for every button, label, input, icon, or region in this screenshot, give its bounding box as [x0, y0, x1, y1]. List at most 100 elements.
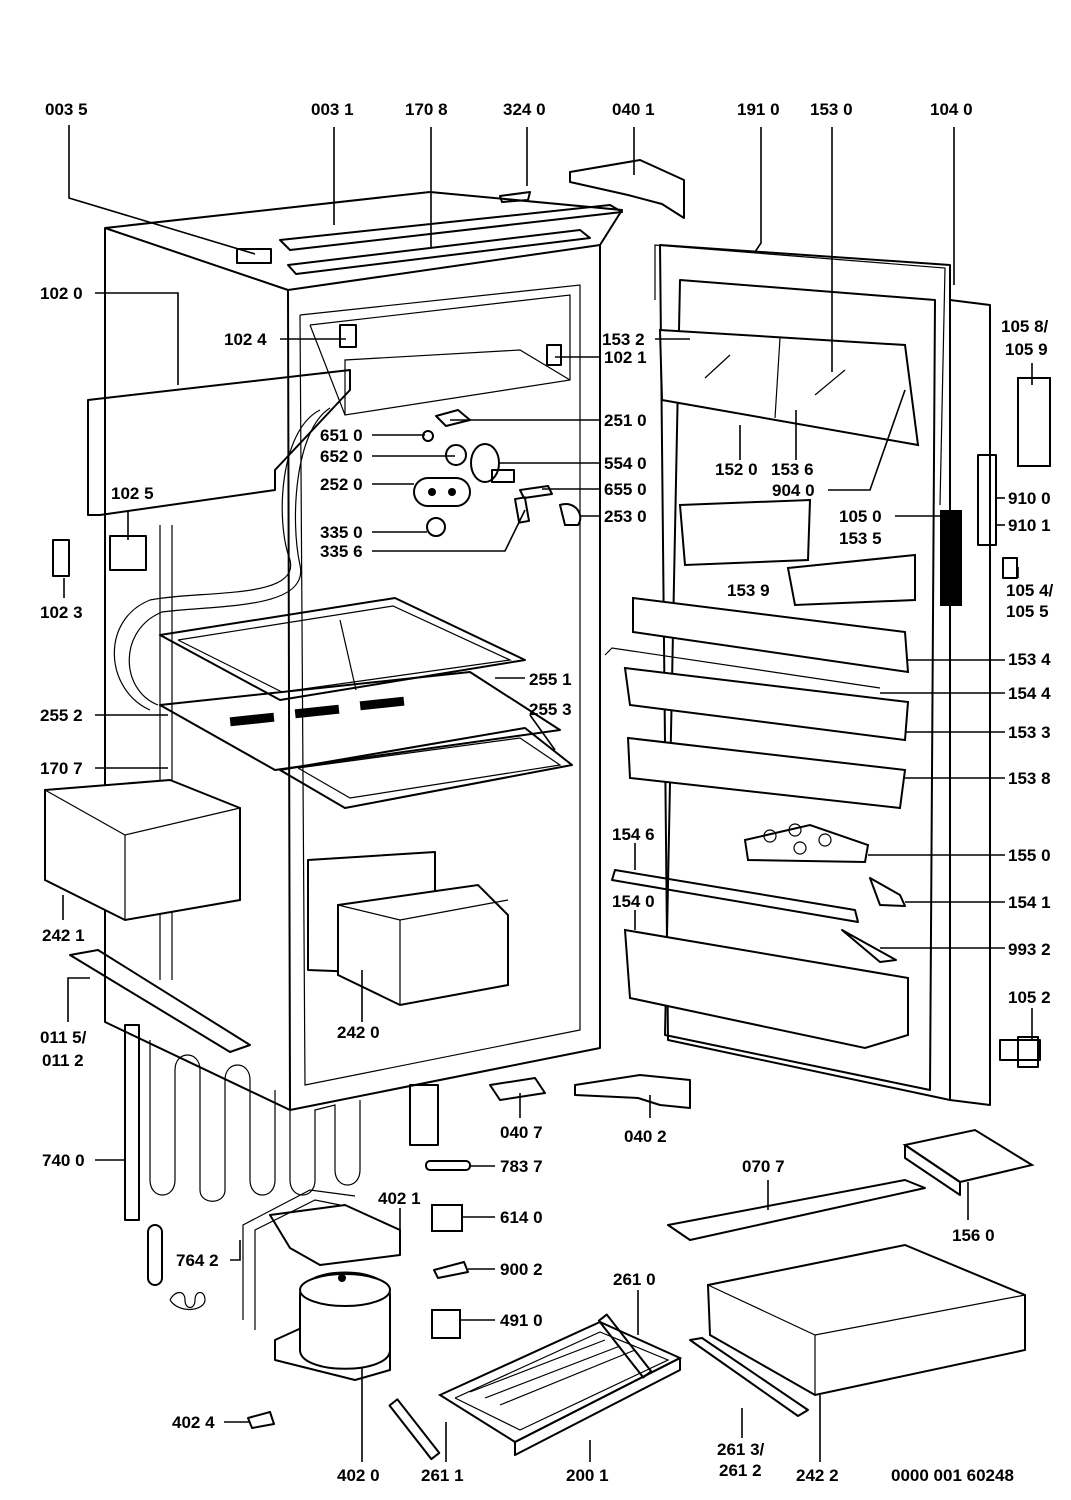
cabinet-body	[104, 191, 623, 1111]
bottom-hinge	[574, 1074, 691, 1109]
callout-1040: 104 0	[930, 100, 973, 119]
outer-container	[44, 778, 241, 922]
callout-1536: 153 6	[771, 460, 814, 479]
callout-1059: 105 9	[1005, 340, 1048, 359]
callout-6550: 655 0	[604, 480, 647, 499]
top-hinge	[569, 159, 685, 219]
callout-2420: 242 0	[337, 1023, 380, 1042]
callout-1534: 153 4	[1008, 650, 1051, 669]
glass-shelves	[159, 597, 573, 809]
base-rail	[69, 949, 251, 1053]
trim-strip	[667, 1179, 926, 1241]
callout-6140: 614 0	[500, 1208, 543, 1227]
callout-9932: 993 2	[1008, 940, 1051, 959]
callout-4020: 402 0	[337, 1466, 380, 1485]
callout-1544: 154 4	[1008, 684, 1051, 703]
callout-1023: 102 3	[40, 603, 83, 622]
callout-6510: 651 0	[320, 426, 363, 445]
top-cover-strip	[287, 229, 591, 275]
floor-plate	[489, 1077, 546, 1101]
parts-drawing	[44, 159, 1051, 1461]
callout-0035: 003 5	[45, 100, 88, 119]
callout-4021: 402 1	[378, 1189, 421, 1208]
side-cover-panel	[87, 369, 351, 516]
callout-1533: 153 3	[1008, 723, 1051, 742]
callout-1546: 154 6	[612, 825, 655, 844]
bracket-right	[546, 344, 562, 366]
callout-2001: 200 1	[566, 1466, 609, 1485]
callout-2510: 251 0	[604, 411, 647, 430]
right-hinge-parts	[977, 377, 1051, 1068]
callout-7837: 783 7	[500, 1157, 543, 1176]
callout-9101: 910 1	[1008, 516, 1051, 535]
callout-2611: 261 1	[421, 1466, 464, 1485]
callout-1530: 153 0	[810, 100, 853, 119]
callout-5540: 554 0	[604, 454, 647, 473]
callout-1058: 105 8/	[1001, 317, 1049, 336]
callout-7642: 764 2	[176, 1251, 219, 1270]
callout-1550: 155 0	[1008, 846, 1051, 865]
callout-2613: 261 3/	[717, 1440, 765, 1459]
callout-2553: 255 3	[529, 700, 572, 719]
drawer-rail	[689, 1337, 809, 1417]
callout-3240: 324 0	[503, 100, 546, 119]
large-drawer	[706, 1243, 1026, 1397]
callout-1707: 170 7	[40, 759, 83, 778]
callout-7400: 740 0	[42, 1151, 85, 1170]
callout-0407: 040 7	[500, 1123, 543, 1142]
callout-1520: 152 0	[715, 460, 758, 479]
callout-1532: 153 2	[602, 330, 645, 349]
callout-2520: 252 0	[320, 475, 363, 494]
callout-3356: 335 6	[320, 542, 363, 561]
spacer-part	[236, 248, 272, 264]
callout-1540: 154 0	[612, 892, 655, 911]
callout-1025: 102 5	[111, 484, 154, 503]
callout-0112: 011 2	[42, 1051, 84, 1070]
callout-1052: 105 2	[1008, 988, 1051, 1007]
callout-2610: 261 0	[613, 1270, 656, 1289]
compressor-mount	[269, 1204, 401, 1266]
compressor	[242, 1189, 391, 1381]
callout-2612: 261 2	[719, 1461, 762, 1480]
condenser	[124, 1024, 439, 1221]
callout-0115: 011 5/	[40, 1028, 87, 1047]
callout-1708: 170 8	[405, 100, 448, 119]
ice-tray	[902, 1128, 1035, 1196]
callout-1054: 105 4/	[1006, 581, 1054, 600]
callout-1021: 102 1	[604, 348, 647, 367]
callout-3350: 335 0	[320, 523, 363, 542]
electrical-parts	[247, 1160, 471, 1429]
callout-1910: 191 0	[737, 100, 780, 119]
callout-1541: 154 1	[1008, 893, 1051, 912]
callout-9002: 900 2	[500, 1260, 543, 1279]
cover-cap	[109, 535, 147, 571]
callout-4910: 491 0	[500, 1311, 543, 1330]
callout-2421: 242 1	[42, 926, 85, 945]
callout-1020: 102 0	[40, 284, 83, 303]
callout-9100: 910 0	[1008, 489, 1051, 508]
callout-2530: 253 0	[604, 507, 647, 526]
callout-2422: 242 2	[796, 1466, 839, 1485]
callout-2552: 255 2	[40, 706, 83, 725]
capillary-tube	[147, 1224, 206, 1310]
freezer-tray	[388, 1313, 683, 1461]
callout-0401: 040 1	[612, 100, 655, 119]
door-gasket	[654, 244, 946, 506]
callout-0402: 040 2	[624, 1127, 667, 1146]
callout-1055: 105 5	[1006, 602, 1049, 621]
callout-6520: 652 0	[320, 447, 363, 466]
callout-1050: 105 0	[839, 507, 882, 526]
callout-1024: 102 4	[224, 330, 267, 349]
callout-1560: 156 0	[952, 1226, 995, 1245]
callout-4024: 402 4	[172, 1413, 215, 1432]
callout-0031: 003 1	[311, 100, 354, 119]
callout-2551: 255 1	[529, 670, 572, 689]
callout-0707: 070 7	[742, 1157, 785, 1176]
callout-1535: 153 5	[839, 529, 882, 548]
callout-9040: 904 0	[772, 481, 815, 500]
callout-1538: 153 8	[1008, 769, 1051, 788]
callout-labels: 003 5 003 1 170 8 324 0 040 1 191 0 153 …	[40, 100, 1054, 1485]
small-clip	[499, 191, 531, 203]
side-bracket	[52, 539, 70, 577]
